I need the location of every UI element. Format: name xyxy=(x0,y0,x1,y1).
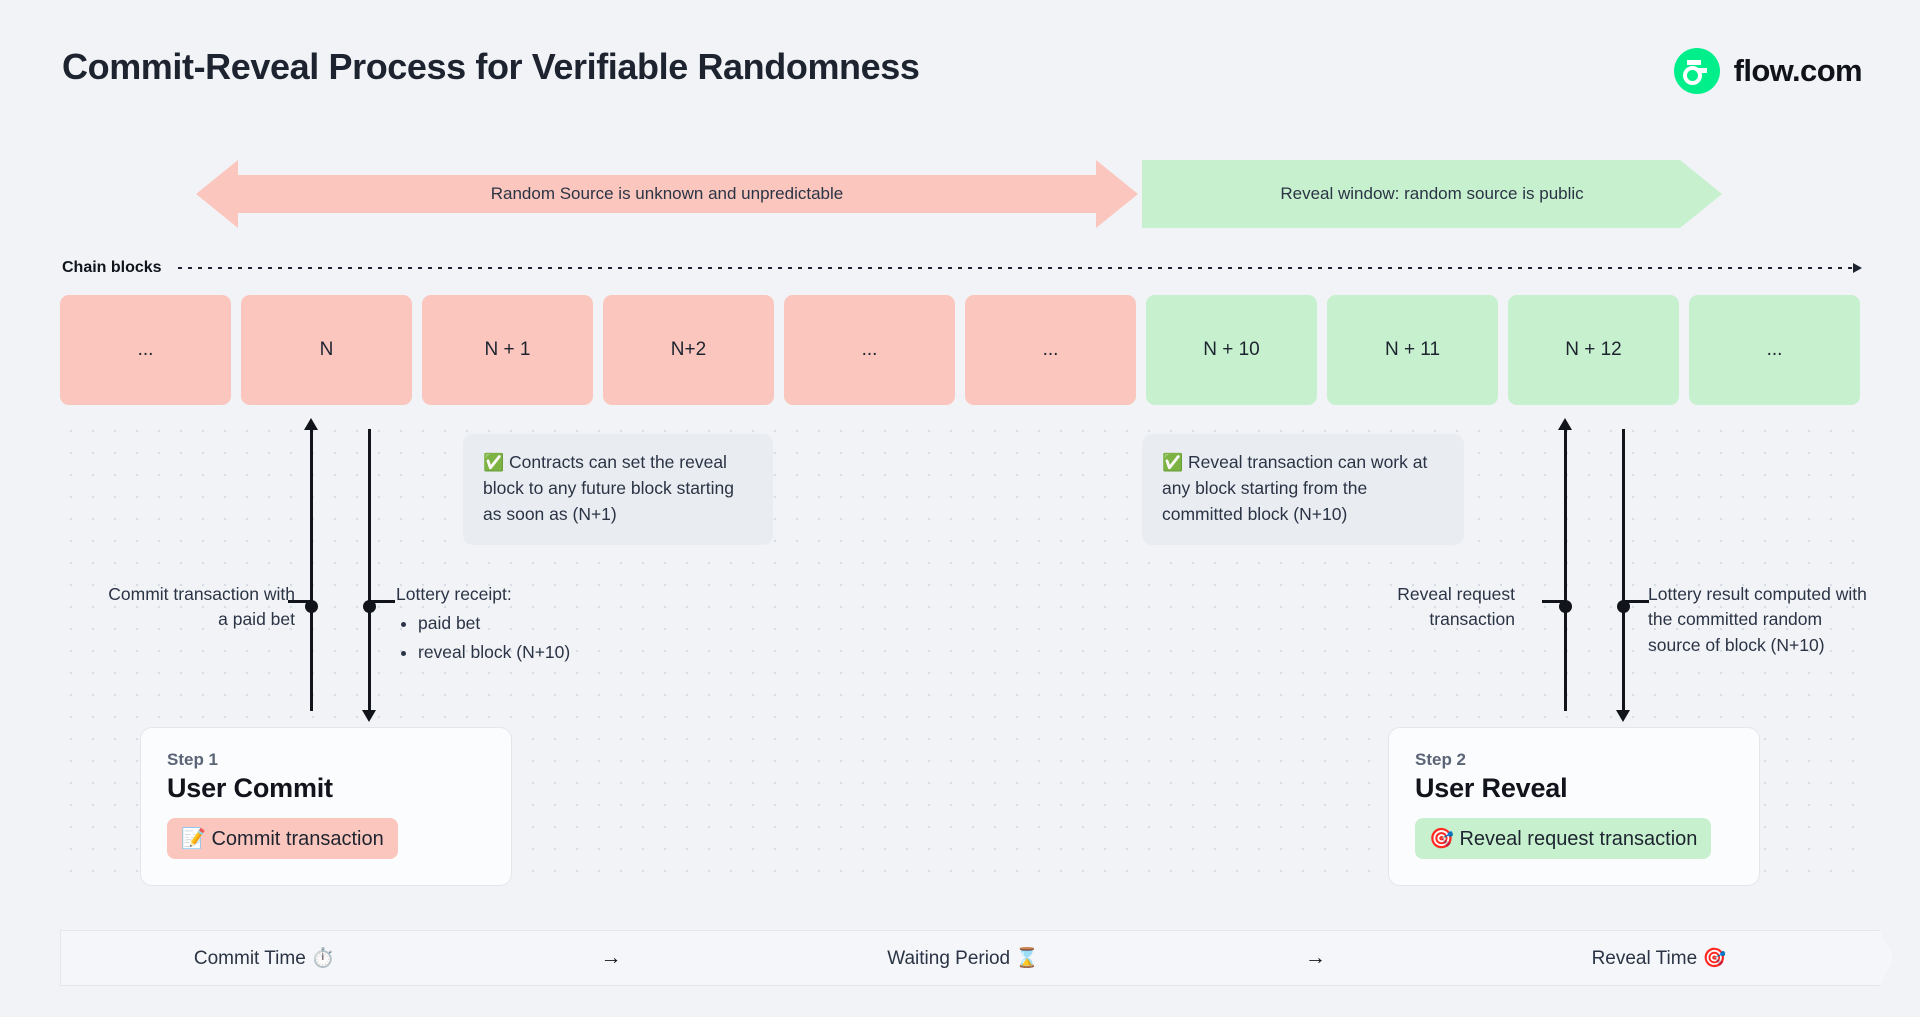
chain-block: N + 12 xyxy=(1508,295,1679,405)
chain-block: N + 10 xyxy=(1146,295,1317,405)
annotation-reveal-request: Reveal request transaction xyxy=(1397,584,1515,630)
chain-block: N xyxy=(241,295,412,405)
chain-block: ... xyxy=(784,295,955,405)
step-card-user-reveal: Step 2 User Reveal 🎯 Reveal request tran… xyxy=(1388,727,1760,886)
reveal-request-axis-stub xyxy=(1542,600,1566,603)
phase-reveal-label: Reveal window: random source is public xyxy=(1280,184,1584,203)
timeline-stage-reveal-time: Reveal Time 🎯 xyxy=(1591,948,1727,969)
timeline-stage-waiting-period: Waiting Period ⌛ xyxy=(887,948,1040,969)
receipt-axis-stub xyxy=(371,600,395,603)
chain-dotted-arrow-icon xyxy=(177,263,1863,273)
chain-block: ... xyxy=(965,295,1136,405)
commit-up-axis xyxy=(304,418,318,711)
commit-axis-stub xyxy=(288,600,312,603)
step-card-user-commit: Step 1 User Commit 📝 Commit transaction xyxy=(140,727,512,886)
step-1-chip[interactable]: 📝 Commit transaction xyxy=(167,818,398,859)
annotation-lottery-result: Lottery result computed with the committ… xyxy=(1648,584,1867,655)
lottery-result-axis-stub xyxy=(1625,600,1649,603)
list-item: paid bet xyxy=(418,611,686,636)
lottery-receipt-title: Lottery receipt: xyxy=(396,584,512,604)
annotation-commit-transaction: Commit transaction with a paid bet xyxy=(108,584,295,630)
timeline-arrow-cap-icon xyxy=(1858,930,1894,986)
lottery-result-down-axis xyxy=(1616,429,1630,722)
flow-logo-icon xyxy=(1673,48,1720,94)
check-mark-icon: ✅ xyxy=(1162,453,1184,472)
phase-unknown-label: Random Source is unknown and unpredictab… xyxy=(490,184,844,203)
bottom-timeline-bar: Commit Time ⏱️ → Waiting Period ⌛ → Reve… xyxy=(60,930,1860,986)
step-2-chip[interactable]: 🎯 Reveal request transaction xyxy=(1415,818,1712,859)
step-1-title: User Commit xyxy=(167,773,333,803)
receipt-down-axis xyxy=(362,429,376,722)
step-2-chip-label: Reveal request transaction xyxy=(1459,828,1698,850)
chain-block: ... xyxy=(60,295,231,405)
page-header: Commit-Reveal Process for Verifiable Ran… xyxy=(0,0,1920,120)
page-title: Commit-Reveal Process for Verifiable Ran… xyxy=(62,46,920,87)
phase-banner-row: Random Source is unknown and unpredictab… xyxy=(0,160,1920,228)
brand-name: flow.com xyxy=(1733,53,1863,88)
reveal-request-up-axis xyxy=(1558,418,1572,711)
callout-commit-text: Contracts can set the reveal block to an… xyxy=(483,452,734,524)
step-1-chip-label: Commit transaction xyxy=(211,828,384,850)
chain-axis-row: Chain blocks xyxy=(0,255,1920,281)
arrow-right-icon: → xyxy=(1304,946,1326,969)
phase-banner-reveal: Reveal window: random source is public xyxy=(1142,160,1722,228)
chain-blocks-label: Chain blocks xyxy=(62,259,162,276)
callout-reveal-text: Reveal transaction can work at any block… xyxy=(1162,452,1428,524)
target-icon: 🎯 xyxy=(1429,828,1454,850)
callout-commit-reveal-block: ✅ Contracts can set the reveal block to … xyxy=(463,434,773,546)
chain-block: N + 1 xyxy=(422,295,593,405)
check-mark-icon: ✅ xyxy=(483,453,505,472)
chain-block: N + 11 xyxy=(1327,295,1498,405)
brand-logo: flow.com xyxy=(1673,48,1863,94)
annotation-lottery-receipt: Lottery receipt: paid bet reveal block (… xyxy=(396,582,686,665)
timeline-stage-commit-time: Commit Time ⏱️ xyxy=(193,948,335,969)
phase-banner-unknown: Random Source is unknown and unpredictab… xyxy=(196,160,1138,228)
chain-block: ... xyxy=(1689,295,1860,405)
callout-reveal-transaction: ✅ Reveal transaction can work at any blo… xyxy=(1142,434,1464,546)
step-2-title: User Reveal xyxy=(1415,773,1568,803)
arrow-right-icon: → xyxy=(600,946,622,969)
list-item: reveal block (N+10) xyxy=(418,640,686,665)
memo-icon: 📝 xyxy=(181,828,206,850)
step-1-eyebrow: Step 1 xyxy=(167,750,219,769)
step-2-eyebrow: Step 2 xyxy=(1415,750,1467,769)
lottery-receipt-list: paid bet reveal block (N+10) xyxy=(418,611,686,665)
chain-block: N+2 xyxy=(603,295,774,405)
